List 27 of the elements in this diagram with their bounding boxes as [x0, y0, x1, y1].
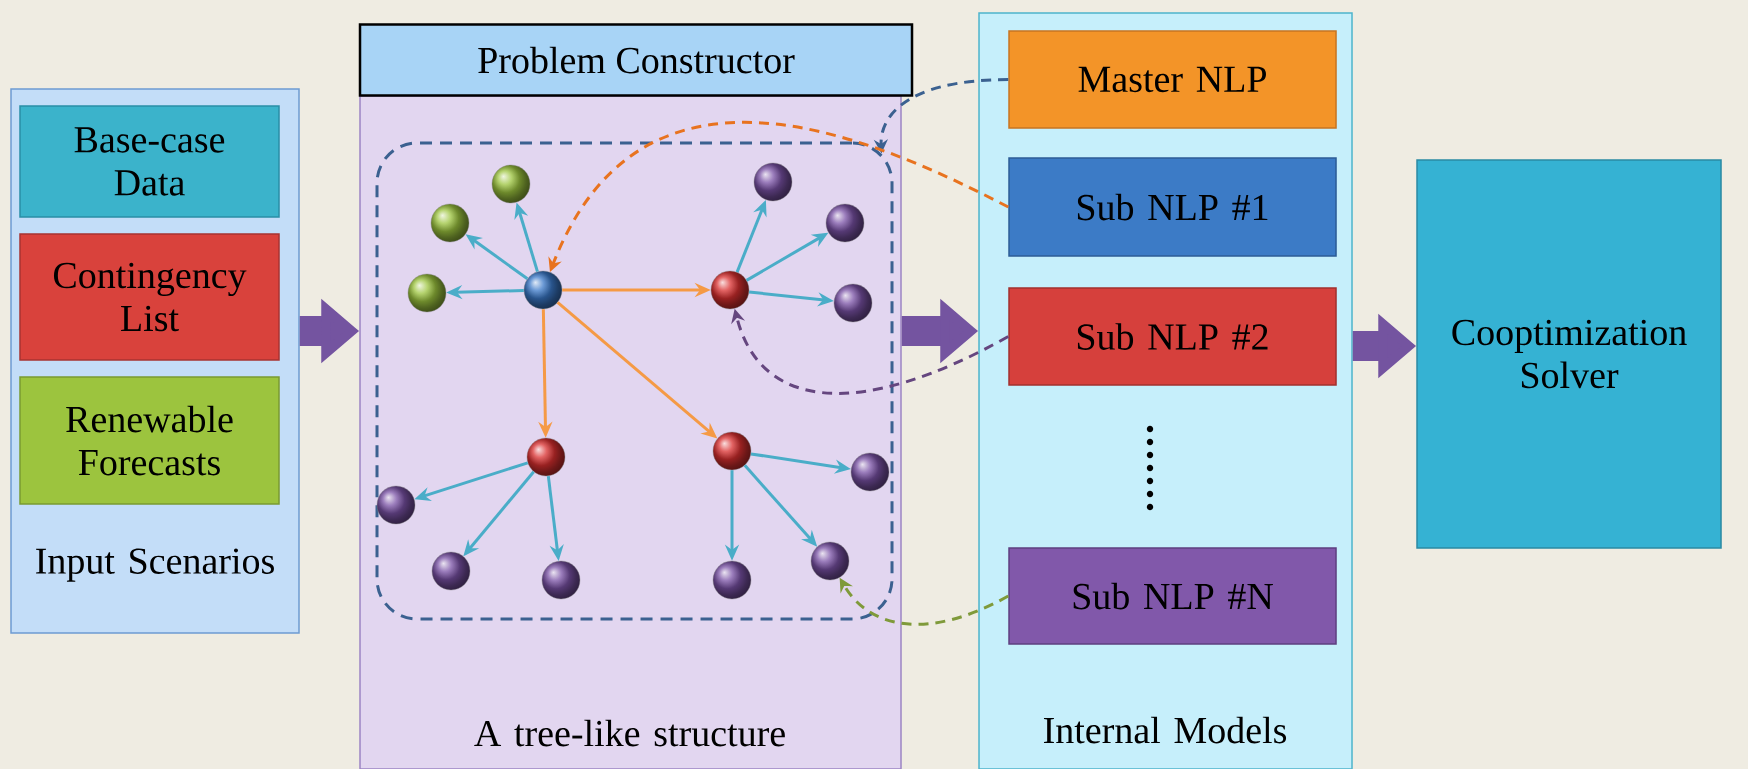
tree-node: [712, 431, 752, 471]
solver-box: Cooptimization Solver: [1416, 159, 1722, 549]
tree-node: [431, 551, 471, 591]
data-box: Renewable Forecasts: [19, 376, 280, 505]
tree-node: [407, 273, 447, 313]
tree-node: [491, 164, 531, 204]
tree-node: [523, 270, 563, 310]
node-label: Problem Constructor: [478, 46, 795, 74]
dashed-region: [375, 141, 894, 621]
data-box: Base-case Data: [19, 105, 280, 218]
model-box: Master NLP: [1008, 30, 1337, 129]
tree-node: [430, 203, 470, 243]
panel: Problem Constructor A tree-like structure: [358, 23, 914, 769]
tree-node: [712, 560, 752, 600]
data-box: Contingency List: [19, 233, 280, 361]
tree-node: [825, 203, 865, 243]
tree-node: [710, 270, 750, 310]
tree-node: [833, 283, 873, 323]
model-box: Sub NLP #1: [1008, 157, 1337, 257]
tree-node: [850, 452, 890, 492]
model-box: Sub NLP #2: [1008, 287, 1337, 386]
tree-node: [541, 560, 581, 600]
model-box: Sub NLP #N: [1008, 547, 1337, 645]
tree-node: [526, 437, 566, 477]
tree-node: [753, 162, 793, 202]
tree-node: [376, 485, 416, 525]
tree-node: [810, 541, 850, 581]
